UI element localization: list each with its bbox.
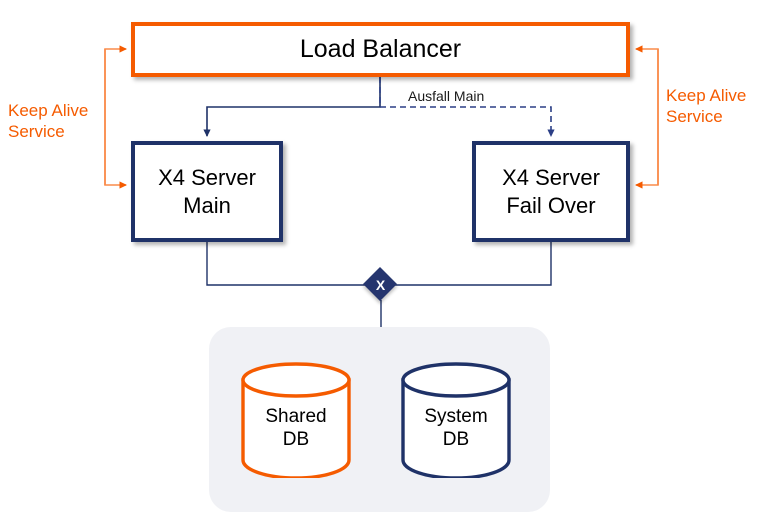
keepalive-right-to-server-failover xyxy=(635,49,659,189)
ausfall-main-label: Ausfall Main xyxy=(408,88,485,104)
link-main-to-junction xyxy=(206,242,368,286)
cylinder-icon xyxy=(241,362,351,478)
x-junction-label: X xyxy=(375,276,386,293)
keepalive-left-to-server-main xyxy=(104,49,127,189)
keepalive-left-to-load-balancer xyxy=(104,45,127,185)
load-balancer-node[interactable]: Load Balancer xyxy=(131,22,630,77)
x-junction-node[interactable]: X xyxy=(363,267,397,301)
load-balancer-label: Load Balancer xyxy=(299,34,462,63)
cylinder-icon xyxy=(401,362,511,478)
link-lb-to-failover-dashed xyxy=(379,77,555,137)
keepalive-right-to-load-balancer xyxy=(635,45,659,185)
link-failover-to-junction xyxy=(394,242,552,286)
link-lb-to-main xyxy=(203,77,381,137)
